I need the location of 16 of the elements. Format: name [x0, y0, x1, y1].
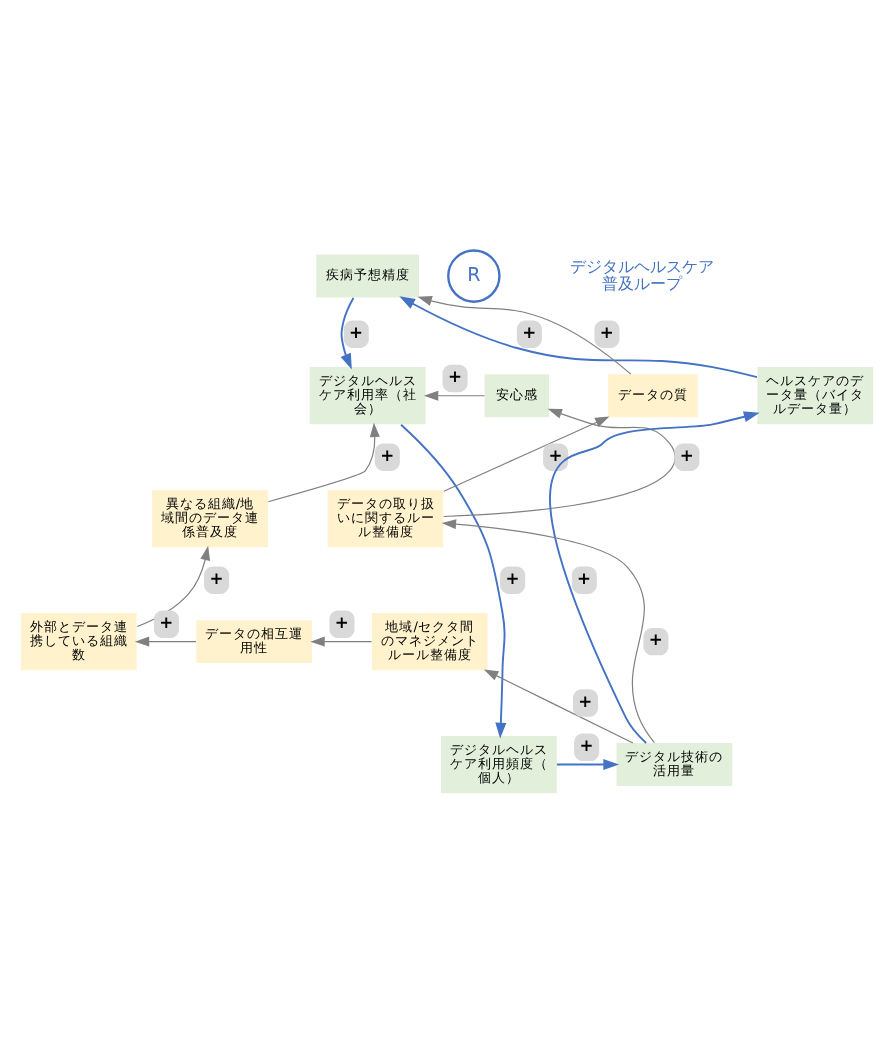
- edge-label: +: [209, 567, 224, 588]
- edge-label: +: [579, 735, 594, 756]
- edge-label: +: [578, 690, 593, 711]
- edge-label: +: [380, 445, 395, 466]
- edge-label: +: [577, 567, 592, 588]
- label: R: [467, 264, 481, 287]
- edge-label: +: [349, 322, 364, 343]
- edge-label: +: [548, 445, 563, 466]
- edge-label: +: [334, 612, 349, 633]
- edge-label: +: [447, 366, 462, 387]
- edge-label: +: [522, 322, 537, 343]
- edge-label: +: [599, 322, 614, 343]
- edge-label: +: [505, 567, 520, 588]
- edge-label: +: [648, 629, 663, 650]
- edge-label: +: [679, 445, 694, 466]
- edge-label: +: [159, 612, 174, 633]
